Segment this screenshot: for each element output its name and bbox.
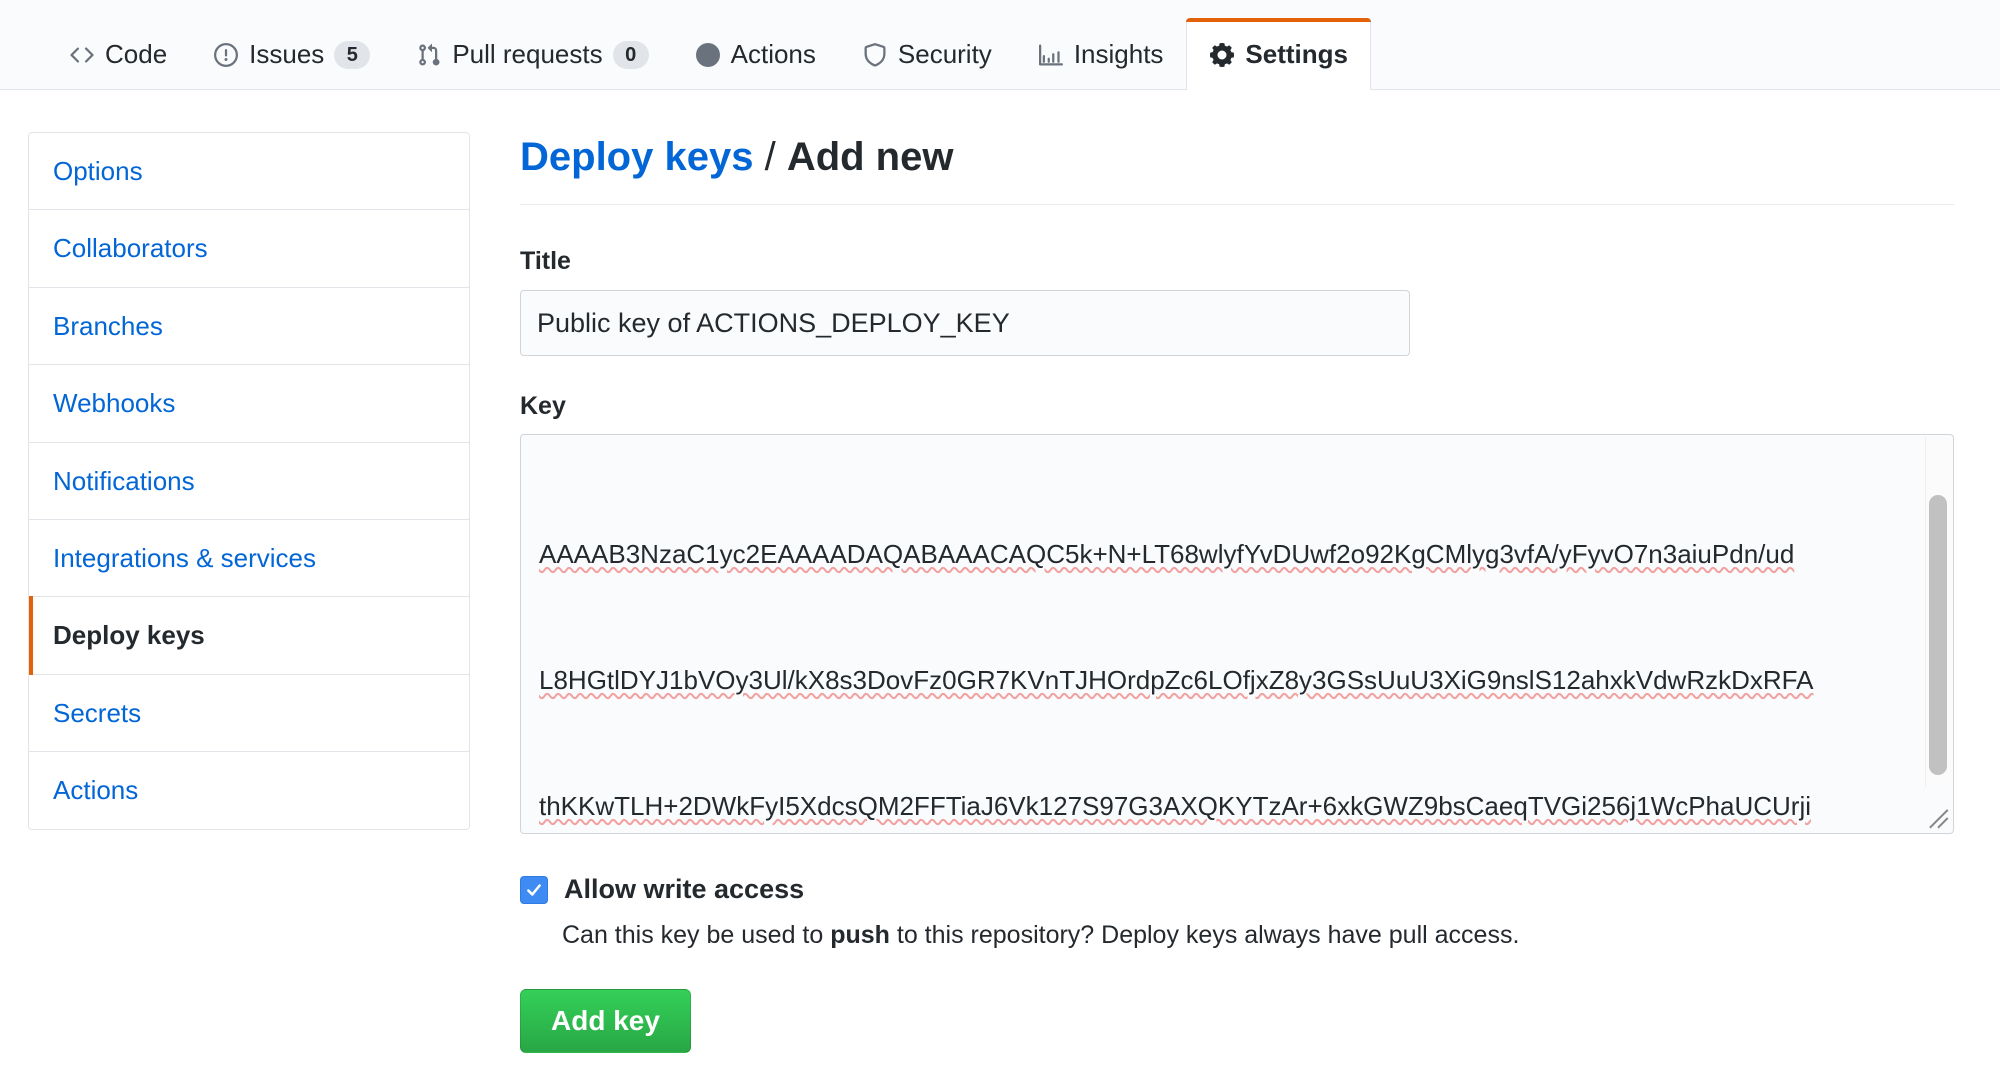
allow-write-access-label[interactable]: Allow write access	[564, 874, 805, 905]
breadcrumb: Deploy keys / Add new	[520, 132, 1954, 205]
sidebar-item-label: Actions	[53, 775, 139, 806]
sidebar-item-label: Secrets	[53, 697, 142, 728]
note-suffix: to this repository? Deploy keys always h…	[889, 920, 1520, 949]
tab-actions[interactable]: Actions	[672, 18, 839, 90]
sidebar-item-options[interactable]: Options	[29, 133, 469, 211]
note-prefix: Can this key be used to	[562, 920, 831, 949]
key-textarea-scrollbar[interactable]	[1925, 437, 1950, 788]
tab-label: Pull requests	[452, 39, 603, 69]
sidebar-item-deploy-keys[interactable]: Deploy keys	[29, 596, 469, 676]
title-field-group: Title	[520, 245, 1954, 356]
issues-counter: 5	[334, 40, 371, 69]
graph-icon	[1038, 42, 1064, 68]
sidebar-item-label: Deploy keys	[53, 620, 205, 651]
sidebar-item-label: Branches	[53, 310, 163, 341]
tab-label: Actions	[730, 39, 816, 69]
tab-pull-requests[interactable]: Pull requests 0	[393, 18, 671, 90]
resize-handle-icon[interactable]	[1925, 805, 1951, 831]
key-textarea[interactable]: AAAAB3NzaC1yc2EAAAADAQABAAACAQC5k+N+LT68…	[521, 435, 1953, 833]
sidebar-item-webhooks[interactable]: Webhooks	[29, 365, 469, 443]
repository-nav: Code Issues 5 Pull requests 0 Actions Se…	[0, 0, 2000, 90]
pull-requests-counter: 0	[612, 40, 649, 69]
allow-write-access-checkbox[interactable]	[520, 875, 548, 904]
tab-insights[interactable]: Insights	[1015, 18, 1187, 90]
sidebar-item-label: Integrations & services	[53, 542, 317, 573]
play-icon	[695, 42, 721, 68]
tab-label: Insights	[1073, 39, 1164, 69]
code-icon	[69, 42, 95, 68]
settings-sidebar: Options Collaborators Branches Webhooks …	[28, 132, 470, 830]
key-line: L8HGtlDYJ1bVOy3Ul/kX8s3DovFz0GR7KVnTJHOr…	[539, 665, 1814, 696]
title-input[interactable]	[520, 289, 1410, 356]
sidebar-item-notifications[interactable]: Notifications	[29, 442, 469, 520]
tab-label: Security	[897, 39, 992, 69]
sidebar-item-collaborators[interactable]: Collaborators	[29, 210, 469, 288]
key-textarea-wrapper: AAAAB3NzaC1yc2EAAAADAQABAAACAQC5k+N+LT68…	[520, 434, 1954, 835]
page-body: Options Collaborators Branches Webhooks …	[0, 90, 2000, 1053]
key-line: thKKwTLH+2DWkFyI5XdcsQM2FFTiaJ6Vk127S97G…	[539, 791, 1811, 822]
shield-icon	[862, 42, 888, 68]
allow-write-access-row: Allow write access	[520, 872, 1954, 907]
main-content: Deploy keys / Add new Title Key AAAAB3Nz…	[470, 132, 1954, 1053]
tab-settings[interactable]: Settings	[1186, 18, 1371, 90]
key-line: AAAAB3NzaC1yc2EAAAADAQABAAACAQC5k+N+LT68…	[539, 539, 1795, 570]
git-pull-request-icon	[416, 42, 442, 68]
tab-label: Issues	[249, 39, 325, 69]
issue-opened-icon	[213, 42, 239, 68]
key-field-group: Key AAAAB3NzaC1yc2EAAAADAQABAAACAQC5k+N+…	[520, 390, 1954, 835]
sidebar-item-secrets[interactable]: Secrets	[29, 674, 469, 753]
tab-label: Settings	[1245, 39, 1348, 69]
breadcrumb-separator: /	[753, 135, 787, 179]
scrollbar-thumb[interactable]	[1929, 495, 1947, 776]
breadcrumb-current: Add new	[786, 135, 954, 179]
tab-label: Code	[105, 39, 168, 69]
gear-icon	[1209, 42, 1235, 68]
sidebar-item-label: Notifications	[53, 465, 195, 496]
title-label: Title	[520, 247, 571, 275]
key-label: Key	[520, 391, 566, 420]
sidebar-item-branches[interactable]: Branches	[29, 287, 469, 366]
sidebar-item-label: Options	[53, 156, 143, 186]
breadcrumb-link-deploy-keys[interactable]: Deploy keys	[520, 135, 754, 179]
sidebar-item-label: Webhooks	[53, 388, 176, 419]
tab-issues[interactable]: Issues 5	[190, 18, 393, 90]
add-key-button[interactable]: Add key	[520, 988, 691, 1053]
note-emphasis: push	[830, 920, 890, 949]
allow-write-access-note: Can this key be used to push to this rep…	[562, 918, 1954, 953]
sidebar-item-actions[interactable]: Actions	[29, 752, 469, 829]
tab-security[interactable]: Security	[839, 18, 1015, 90]
sidebar-item-integrations-services[interactable]: Integrations & services	[29, 519, 469, 598]
tab-code[interactable]: Code	[46, 18, 190, 90]
sidebar-item-label: Collaborators	[53, 233, 208, 264]
